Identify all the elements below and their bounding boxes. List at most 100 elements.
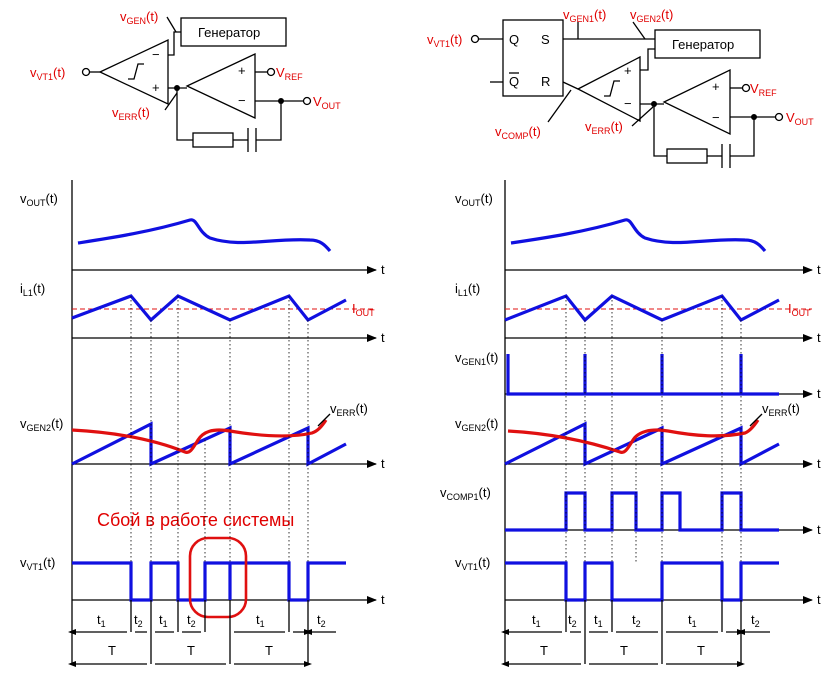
right-circuit: Q Q S R Генератор + − + − [427,7,814,168]
svg-text:T: T [187,643,195,658]
vvt1-wave-right [505,561,779,602]
v-ref-label: VREF [276,65,303,82]
v-ref-label-right: VREF [750,81,777,98]
svg-text:t2: t2 [632,612,641,629]
svg-text:t1: t1 [256,612,265,629]
svg-text:t: t [381,592,385,607]
svg-text:t: t [817,330,821,345]
il1-label-right: iL1(t) [455,281,480,298]
vout-label: vOUT(t) [20,191,58,208]
capacitor [247,128,257,152]
il1-wave-right [504,294,780,323]
svg-text:−: − [152,47,160,62]
svg-text:t: t [817,262,821,277]
svg-text:S: S [541,32,550,47]
v-vt1-label: vVT1(t) [30,65,65,82]
svg-text:T: T [265,643,273,658]
vgen1-label: vGEN1(t) [455,350,498,367]
qbar-label: Q [509,74,519,89]
svg-text:t1: t1 [97,612,106,629]
vvt1-label-right: vVT1(t) [455,555,490,572]
svg-text:t: t [817,386,821,401]
svg-text:t: t [817,522,821,537]
comparator-triangle-right [576,55,641,123]
v-comp-label: vCOMP(t) [495,124,541,141]
vout-wave-right [510,218,767,253]
error-amp-triangle-right [662,68,731,136]
vgen2-wave [71,421,347,467]
vgen2-label: vGEN2(t) [20,416,63,433]
svg-text:R: R [541,74,550,89]
verr-label-right: vERR(t) [762,401,800,418]
svg-text:t2: t2 [134,612,143,629]
svg-text:+: + [624,63,632,78]
generator-label-right: Генератор [672,37,734,52]
vvt1-label: vVT1(t) [20,555,55,572]
svg-text:+: + [238,63,246,78]
svg-text:t: t [817,456,821,471]
verr-label: vERR(t) [330,401,368,418]
iout-label-right: IOUT [788,301,811,318]
svg-text:t1: t1 [594,612,603,629]
comparator-triangle [98,38,169,106]
svg-text:T: T [620,643,628,658]
v-err-label-right: vERR(t) [585,119,623,136]
svg-text:+: + [712,79,720,94]
svg-text:T: T [697,643,705,658]
vgen2-label-right: vGEN2(t) [455,416,498,433]
svg-text:−: − [712,110,720,125]
verr-wave-right [507,419,760,454]
iout-label: IOUT [352,301,375,318]
vout-label-right: vOUT(t) [455,191,493,208]
v-gen1-label: vGEN1(t) [563,7,606,24]
il1-label: iL1(t) [20,281,45,298]
svg-text:t: t [381,456,385,471]
svg-text:t2: t2 [187,612,196,629]
rs-flipflop [502,19,564,97]
resistor-right [666,148,708,164]
svg-text:−: − [624,96,632,111]
svg-text:T: T [540,643,548,658]
svg-text:t1: t1 [688,612,697,629]
timing-labels-right: t1 t2 t1 t2 t1 t2 T T T [532,612,760,658]
hysteresis-icon [604,80,620,97]
generator-block [180,17,287,47]
vout-wave [77,218,332,253]
vcomp1-wave [505,491,779,532]
svg-text:t2: t2 [317,612,326,629]
svg-text:T: T [108,643,116,658]
svg-text:−: − [238,93,246,108]
failure-highlight [188,536,248,619]
vgen2-wave-right [504,421,780,467]
svg-text:t: t [381,330,385,345]
left-timing: vOUT(t) t iL1(t) IOUT t vGEN2(t) vERR(t)… [20,180,385,664]
vvt1-wave [72,561,346,602]
resistor [192,132,234,148]
v-vt1-label-right: vVT1(t) [427,32,462,49]
svg-text:Q: Q [509,32,519,47]
svg-text:t: t [381,262,385,277]
left-circuit: − + + − Генератор vGEN(t) vVT1(t) vERR(t… [30,9,341,152]
v-gen2-label: vGEN2(t) [630,7,673,24]
error-amp-triangle [185,52,256,120]
right-timing: vOUT(t) t iL1(t) IOUT t vGEN1(t) t vGEN2… [440,180,821,664]
v-gen-label: vGEN(t) [120,9,158,26]
vgen1-wave [506,354,779,396]
capacitor-right [721,144,731,168]
generator-block-right [654,29,761,59]
hysteresis-icon [128,63,144,80]
failure-note: Сбой в работе системы [97,510,294,530]
svg-text:t2: t2 [568,612,577,629]
v-err-label: vERR(t) [112,105,150,122]
svg-text:t: t [817,592,821,607]
svg-text:t1: t1 [159,612,168,629]
verr-wave [71,419,328,454]
v-out-label-right: VOUT [786,110,814,127]
svg-text:t2: t2 [751,612,760,629]
timing-labels-left: t1 t2 t1 t2 t1 t2 T T T [97,612,326,658]
il1-wave [71,294,347,323]
v-out-label: VOUT [313,94,341,111]
vcomp1-label: vCOMP1(t) [440,485,491,502]
svg-text:t1: t1 [532,612,541,629]
